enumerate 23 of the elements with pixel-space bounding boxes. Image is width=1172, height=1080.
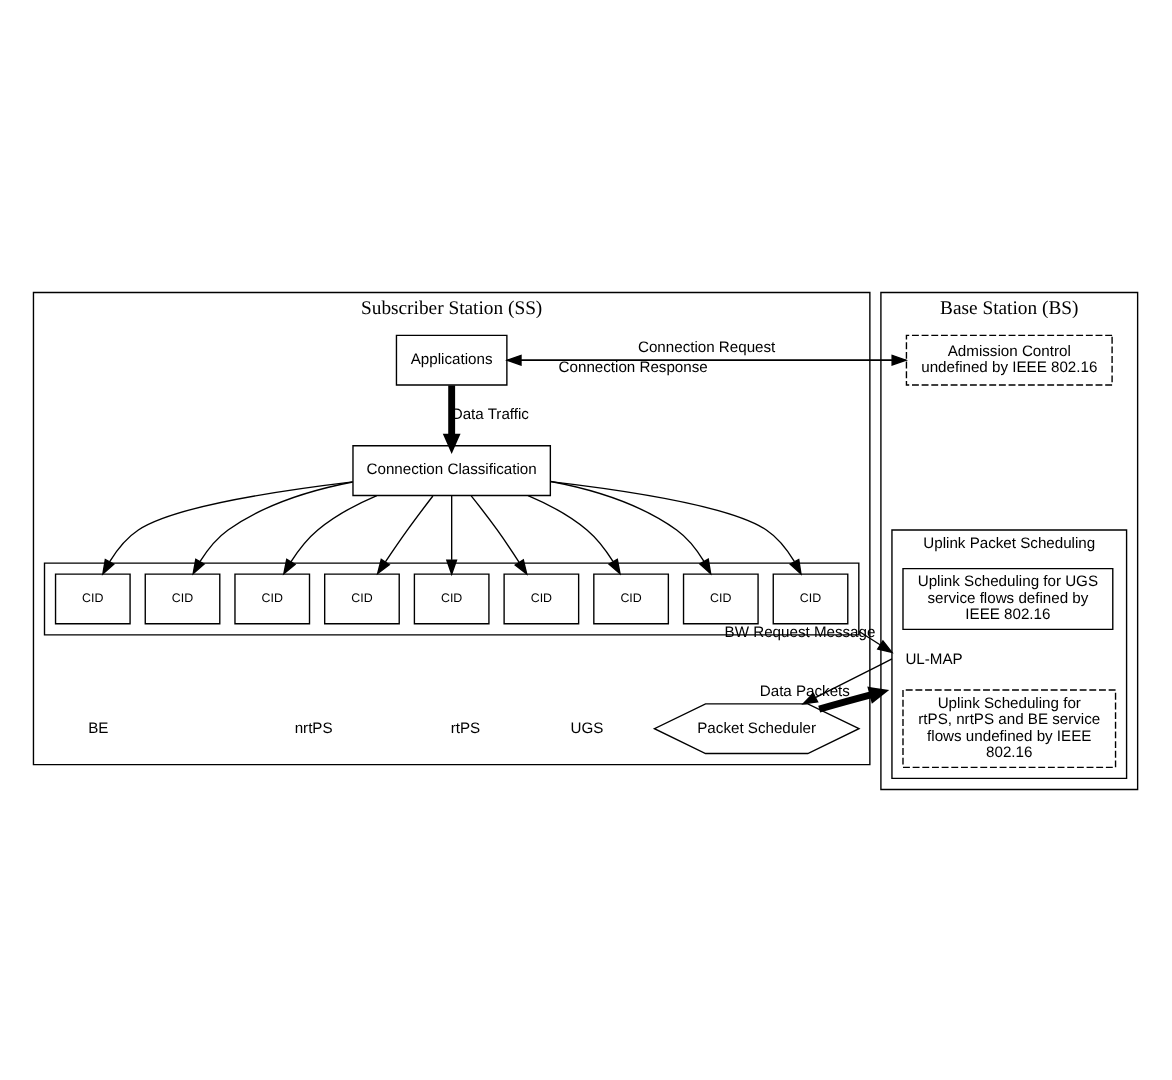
edge-label: Connection Request [637, 336, 776, 355]
edge-label: Connection Response [558, 357, 708, 376]
label: UGS [570, 717, 604, 736]
arrow [376, 494, 434, 575]
arrow [818, 685, 890, 712]
label: nrtPS [294, 717, 333, 736]
node-box: Applications [395, 333, 508, 385]
arrow [858, 629, 894, 653]
edge-label: UL-MAP [905, 648, 963, 667]
arrow [549, 479, 802, 575]
node-box: Uplink Scheduling for rtPS, nrtPS and BE service flows undefined by IEEE 802.16 [902, 688, 1117, 768]
arrow [527, 493, 622, 575]
label: BE [88, 717, 109, 736]
arrow [192, 480, 354, 575]
arrow [470, 494, 528, 575]
node-box: Uplink Scheduling for UGS service flows defined by IEEE 802.16 [902, 566, 1114, 630]
arrow [442, 384, 461, 454]
node-box: Admission Control undefined by IEEE 802.16 [905, 333, 1113, 385]
arrow [101, 480, 354, 575]
label: rtPS [450, 717, 481, 736]
arrow [445, 493, 458, 576]
node-box: Connection Classification [352, 444, 552, 496]
arrow [282, 493, 378, 575]
